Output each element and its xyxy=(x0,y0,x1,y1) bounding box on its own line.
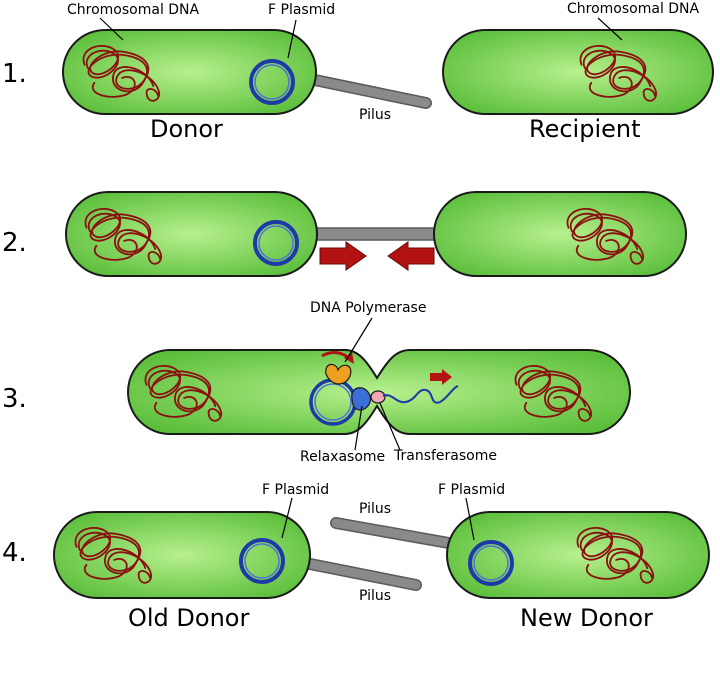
step-number: 2. xyxy=(2,228,27,258)
f-plasmid-label: F Plasmid xyxy=(268,2,335,18)
dna-polymerase xyxy=(325,363,352,385)
recipient-cell xyxy=(442,29,714,115)
step-number: 3. xyxy=(2,384,27,414)
step-2: 2. xyxy=(2,191,687,277)
old-donor-label: Old Donor xyxy=(128,604,249,632)
arrow-right-icon xyxy=(430,369,452,385)
transferred-dna-strand xyxy=(382,385,459,404)
f-plasmid xyxy=(468,540,514,586)
transferasome-label: Transferasome xyxy=(393,448,497,464)
new-donor-cell xyxy=(446,511,710,599)
step-1: 1. Chromosomal DNA F Plasmid Chromosomal… xyxy=(2,1,714,143)
donor-label: Donor xyxy=(150,115,223,143)
f-plasmid-label: F Plasmid xyxy=(438,482,505,498)
dna-polymerase-label: DNA Polymerase xyxy=(310,300,426,316)
new-donor-label: New Donor xyxy=(520,604,653,632)
chromosomal-dna-label: Chromosomal DNA xyxy=(567,1,700,17)
f-plasmid xyxy=(239,538,285,584)
f-plasmid xyxy=(249,59,295,105)
pilus-label: Pilus xyxy=(359,588,391,604)
recipient-label: Recipient xyxy=(529,115,641,143)
old-donor-cell xyxy=(53,511,311,599)
chromosomal-dna-label: Chromosomal DNA xyxy=(67,2,200,18)
step-3: 3. DNA Polymerase Relaxasome Transferaso… xyxy=(2,300,631,465)
transferasome xyxy=(370,390,386,404)
step-4: 4. F Plasmid F Plasmid Pilus Pilus Old D… xyxy=(2,482,710,632)
step-number: 1. xyxy=(2,59,27,89)
pilus-label: Pilus xyxy=(359,107,391,123)
arrow-left-icon xyxy=(387,241,435,271)
relaxasome-label: Relaxasome xyxy=(300,449,385,465)
pilus xyxy=(304,227,451,241)
pilus-label: Pilus xyxy=(359,501,391,517)
recipient-cell xyxy=(433,191,687,277)
relaxasome xyxy=(351,387,372,411)
arrow-right-icon xyxy=(319,241,367,271)
step-number: 4. xyxy=(2,538,27,568)
f-plasmid xyxy=(253,220,299,266)
f-plasmid-label: F Plasmid xyxy=(262,482,329,498)
